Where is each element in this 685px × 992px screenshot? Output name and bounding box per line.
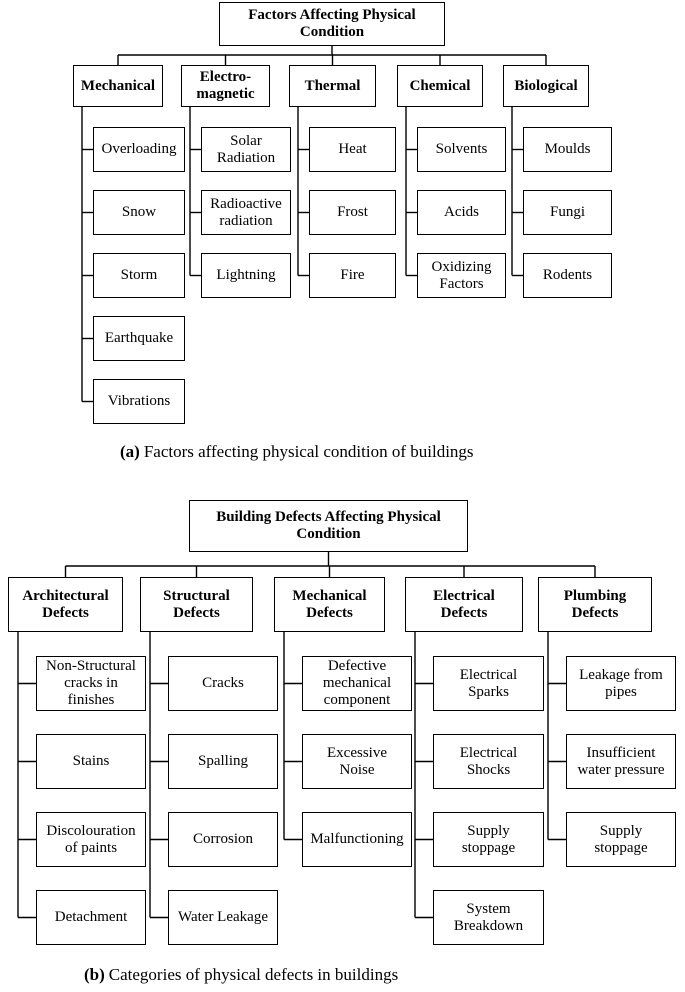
node-rodents: Rodents	[523, 253, 612, 298]
node-vibrations: Vibrations	[93, 379, 185, 424]
node-storm: Storm	[93, 253, 185, 298]
category-electrical-defects: Electrical Defects	[405, 577, 523, 632]
node-discolouration-of-paints: Discolouration of paints	[36, 812, 146, 867]
root-node-factors: Factors Affecting Physical Condition	[219, 2, 445, 46]
root-node-defects: Building Defects Affecting Physical Cond…	[189, 500, 468, 552]
node-system-breakdown: System Breakdown	[433, 890, 544, 945]
caption-a-text: Factors affecting physical condition of …	[143, 442, 474, 461]
node-water-leakage: Water Leakage	[168, 890, 278, 945]
caption-a: (a)Factors affecting physical condition …	[120, 442, 474, 462]
node-stains: Stains	[36, 734, 146, 789]
node-spalling: Spalling	[168, 734, 278, 789]
category-mechanical: Mechanical	[73, 65, 163, 107]
node-radioactive-radiation: Radioactive radiation	[201, 190, 291, 235]
node-supply-stoppage: Supply stoppage	[433, 812, 544, 867]
node-moulds: Moulds	[523, 127, 612, 172]
node-fire: Fire	[309, 253, 396, 298]
node-supply-stoppage: Supply stoppage	[566, 812, 676, 867]
node-solvents: Solvents	[417, 127, 506, 172]
node-electrical-sparks: Electrical Sparks	[433, 656, 544, 711]
caption-b-text: Categories of physical defects in buildi…	[108, 965, 399, 984]
category-architectural-defects: Architectural Defects	[8, 577, 123, 632]
caption-b: (b)Categories of physical defects in bui…	[84, 965, 398, 985]
node-heat: Heat	[309, 127, 396, 172]
caption-a-label: (a)	[120, 442, 140, 461]
node-lightning: Lightning	[201, 253, 291, 298]
category-biological: Biological	[503, 65, 589, 107]
node-detachment: Detachment	[36, 890, 146, 945]
node-oxidizing-factors: Oxidizing Factors	[417, 253, 506, 298]
node-fungi: Fungi	[523, 190, 612, 235]
category-structural-defects: Structural Defects	[140, 577, 253, 632]
caption-b-label: (b)	[84, 965, 105, 984]
node-solar-radiation: Solar Radiation	[201, 127, 291, 172]
node-earthquake: Earthquake	[93, 316, 185, 361]
node-overloading: Overloading	[93, 127, 185, 172]
node-cracks: Cracks	[168, 656, 278, 711]
node-electrical-shocks: Electrical Shocks	[433, 734, 544, 789]
node-defective-mechanical-component: Defective mechanical component	[302, 656, 412, 711]
node-non-structural-cracks-in-finishes: Non-Structural cracks in finishes	[36, 656, 146, 711]
node-excessive-noise: Excessive Noise	[302, 734, 412, 789]
category-mechanical-defects: Mechanical Defects	[274, 577, 385, 632]
category-chemical: Chemical	[397, 65, 483, 107]
category-plumbing-defects: Plumbing Defects	[538, 577, 652, 632]
node-leakage-from-pipes: Leakage from pipes	[566, 656, 676, 711]
node-snow: Snow	[93, 190, 185, 235]
category-electro-magnetic: Electro- magnetic	[181, 65, 270, 107]
node-malfunctioning: Malfunctioning	[302, 812, 412, 867]
category-thermal: Thermal	[289, 65, 376, 107]
node-frost: Frost	[309, 190, 396, 235]
node-acids: Acids	[417, 190, 506, 235]
node-corrosion: Corrosion	[168, 812, 278, 867]
node-insufficient-water-pressure: Insufficient water pressure	[566, 734, 676, 789]
